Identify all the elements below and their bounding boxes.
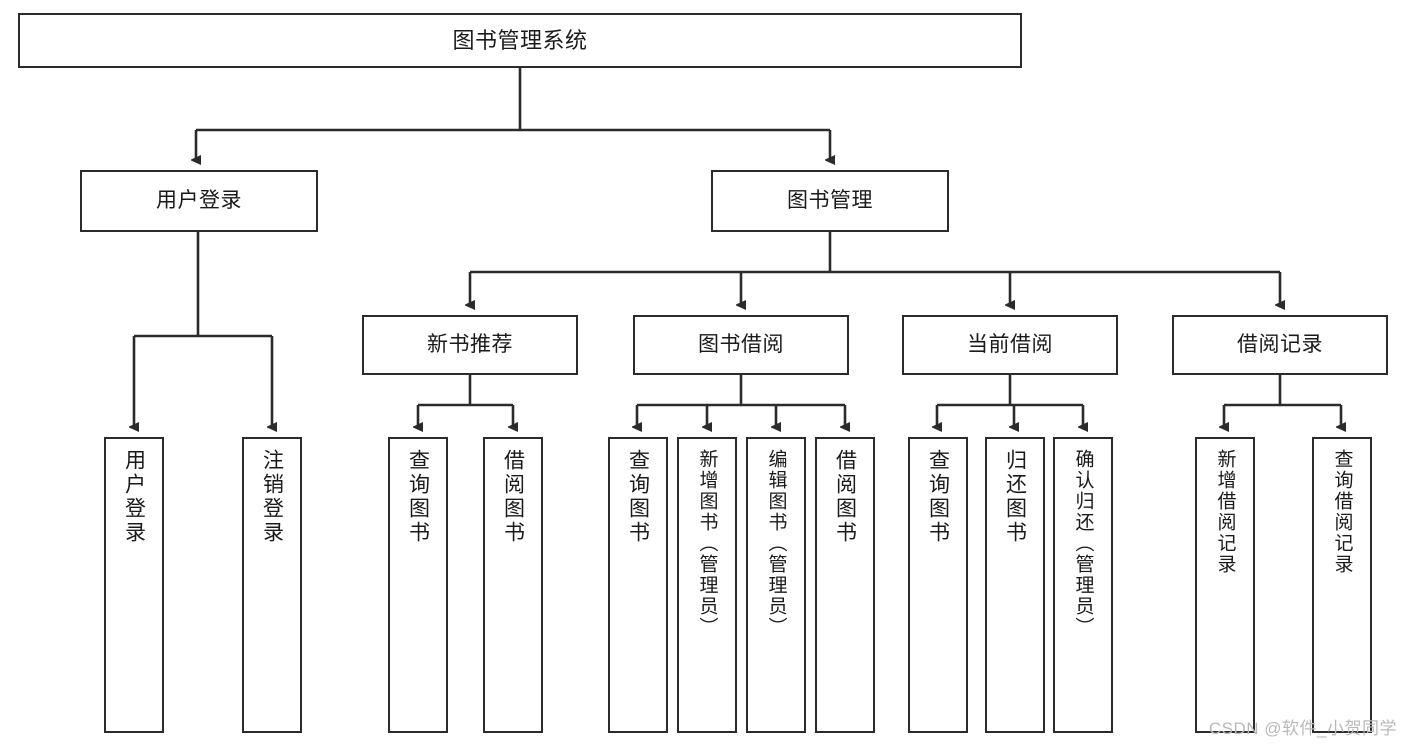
leaf-edit-book-admin[interactable]: 编辑图书（管理员） bbox=[746, 437, 806, 733]
node-label: 查询借阅记录 bbox=[1331, 449, 1353, 575]
node-new-book-recommendation[interactable]: 新书推荐 bbox=[362, 315, 578, 375]
leaf-borrow-book[interactable]: 借阅图书 bbox=[815, 437, 875, 733]
node-label: 注销登录 bbox=[260, 449, 284, 545]
leaf-user-login[interactable]: 用户登录 bbox=[104, 437, 164, 733]
node-label: 用户登录 bbox=[156, 188, 242, 212]
node-root-book-management-system[interactable]: 图书管理系统 bbox=[18, 13, 1022, 68]
node-label: 查询图书 bbox=[406, 449, 430, 545]
node-label: 当前借阅 bbox=[967, 332, 1053, 356]
leaf-confirm-return-admin[interactable]: 确认归还（管理员） bbox=[1053, 437, 1113, 733]
node-label: 新增图书（管理员） bbox=[696, 449, 718, 638]
leaf-query-book-recommend[interactable]: 查询图书 bbox=[388, 437, 448, 733]
leaf-add-borrow-record[interactable]: 新增借阅记录 bbox=[1195, 437, 1255, 733]
node-book-borrowing[interactable]: 图书借阅 bbox=[633, 315, 849, 375]
node-label: 确认归还（管理员） bbox=[1072, 449, 1094, 638]
node-label: 查询图书 bbox=[626, 449, 650, 545]
node-label: 图书管理系统 bbox=[452, 27, 588, 53]
leaf-query-book-borrow[interactable]: 查询图书 bbox=[608, 437, 668, 733]
leaf-query-book-current[interactable]: 查询图书 bbox=[908, 437, 968, 733]
node-borrowing-record[interactable]: 借阅记录 bbox=[1172, 315, 1388, 375]
node-label: 用户登录 bbox=[122, 449, 146, 545]
node-book-management[interactable]: 图书管理 bbox=[711, 170, 949, 232]
node-label: 借阅图书 bbox=[501, 449, 525, 545]
node-current-borrowing[interactable]: 当前借阅 bbox=[902, 315, 1118, 375]
node-label: 查询图书 bbox=[926, 449, 950, 545]
node-label: 新书推荐 bbox=[427, 332, 513, 356]
leaf-borrow-book-recommend[interactable]: 借阅图书 bbox=[483, 437, 543, 733]
leaf-return-book[interactable]: 归还图书 bbox=[985, 437, 1045, 733]
node-label: 图书管理 bbox=[787, 188, 873, 212]
leaf-add-book-admin[interactable]: 新增图书（管理员） bbox=[677, 437, 737, 733]
node-label: 归还图书 bbox=[1003, 449, 1027, 545]
node-label: 编辑图书（管理员） bbox=[765, 449, 787, 638]
node-label: 借阅图书 bbox=[833, 449, 857, 545]
leaf-logout[interactable]: 注销登录 bbox=[242, 437, 302, 733]
node-label: 新增借阅记录 bbox=[1214, 449, 1236, 575]
node-label: 图书借阅 bbox=[698, 332, 784, 356]
node-user-login[interactable]: 用户登录 bbox=[80, 170, 318, 232]
node-label: 借阅记录 bbox=[1237, 332, 1323, 356]
watermark-text: CSDN @软件_小贺同学 bbox=[1208, 719, 1397, 738]
leaf-query-borrow-record[interactable]: 查询借阅记录 bbox=[1312, 437, 1372, 733]
